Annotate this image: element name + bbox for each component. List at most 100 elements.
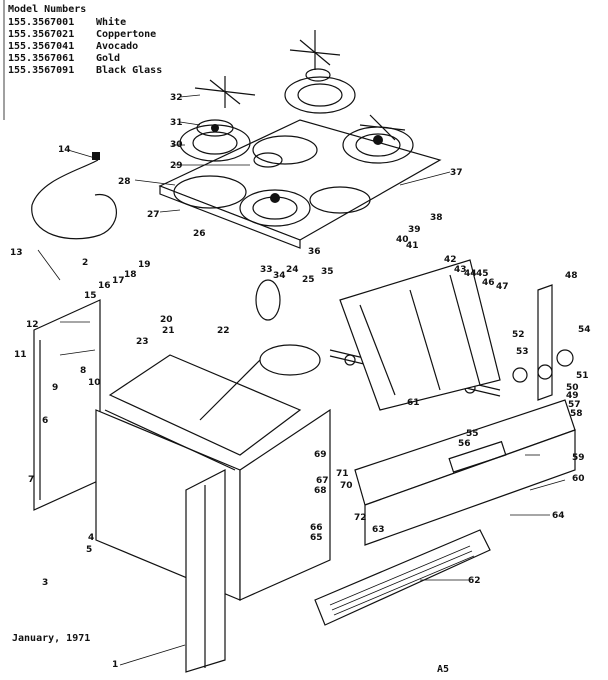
model-number-5: 155.3567091 [8, 65, 74, 76]
model-color-5: Black Glass [96, 65, 162, 76]
callout-17: 17 [112, 276, 125, 286]
callout-29: 29 [170, 161, 183, 171]
callout-42: 42 [444, 255, 457, 265]
page-code: A5 [437, 664, 449, 675]
callout-52: 52 [512, 330, 525, 340]
burner-left-front [239, 152, 311, 227]
callout-49: 49 [566, 391, 579, 401]
callout-10: 10 [88, 378, 101, 388]
callout-69: 69 [314, 450, 327, 460]
power-cord [31, 152, 117, 240]
callout-59: 59 [572, 453, 585, 463]
callout-56: 56 [458, 439, 471, 449]
model-color-2: Coppertone [96, 29, 156, 40]
model-color-3: Avocado [96, 41, 138, 52]
oven-burner [199, 279, 321, 421]
callout-60: 60 [572, 474, 585, 484]
callout-72: 72 [354, 513, 367, 523]
callout-50: 50 [566, 383, 579, 393]
leader-lines [37, 94, 566, 666]
rear-frame [339, 259, 501, 411]
callout-37: 37 [450, 168, 463, 178]
model-number-1: 155.3567001 [8, 17, 74, 28]
cabinet-body [95, 354, 331, 601]
callout-1: 1 [112, 660, 118, 670]
callout-7: 7 [28, 475, 34, 485]
callout-62: 62 [468, 576, 481, 586]
model-list-title: Model Numbers [8, 4, 86, 15]
callout-26: 26 [193, 229, 206, 239]
model-number-4: 155.3567061 [8, 53, 74, 64]
callout-24: 24 [286, 265, 299, 275]
callout-40: 40 [396, 235, 409, 245]
control-panel [354, 399, 576, 546]
callout-54: 54 [578, 325, 591, 335]
callout-53: 53 [516, 347, 529, 357]
callout-61: 61 [407, 398, 420, 408]
callout-65: 65 [310, 533, 323, 543]
model-number-3: 155.3567041 [8, 41, 74, 52]
callout-51: 51 [576, 371, 589, 381]
callout-15: 15 [84, 291, 97, 301]
model-color-4: Gold [96, 53, 120, 64]
callout-25: 25 [302, 275, 315, 285]
burner-grate-left [194, 76, 256, 108]
callout-3: 3 [42, 578, 48, 588]
burner-right-rear [284, 68, 356, 114]
callout-18: 18 [124, 270, 137, 280]
diagram-date: January, 1971 [12, 633, 90, 644]
callout-20: 20 [160, 315, 173, 325]
callout-13: 13 [10, 248, 23, 258]
callout-34: 34 [273, 271, 286, 281]
callout-22: 22 [217, 326, 230, 336]
callout-30: 30 [170, 140, 183, 150]
callout-44: 44 [464, 269, 477, 279]
front-frame [185, 469, 226, 673]
callout-47: 47 [496, 282, 509, 292]
callout-11: 11 [14, 350, 27, 360]
callout-68: 68 [314, 486, 327, 496]
burner-left-rear [179, 119, 251, 162]
callout-55: 55 [466, 429, 479, 439]
callout-45: 45 [476, 269, 489, 279]
callout-58: 58 [570, 409, 583, 419]
callout-21: 21 [162, 326, 175, 336]
callout-28: 28 [118, 177, 131, 187]
callout-63: 63 [372, 525, 385, 535]
callout-48: 48 [565, 271, 578, 281]
callout-66: 66 [310, 523, 323, 533]
callout-57: 57 [568, 400, 581, 410]
left-side-panel [33, 299, 101, 511]
callout-31: 31 [170, 118, 183, 128]
callout-35: 35 [321, 267, 334, 277]
callout-70: 70 [340, 481, 353, 491]
callout-5: 5 [86, 545, 92, 555]
callout-27: 27 [147, 210, 160, 220]
callout-8: 8 [80, 366, 86, 376]
model-list: Model Numbers 155.3567001 White 155.3567… [3, 0, 162, 120]
control-knobs [512, 349, 574, 383]
right-side-bracket [537, 284, 553, 401]
callout-32: 32 [170, 93, 183, 103]
callout-36: 36 [308, 247, 321, 257]
callout-41: 41 [406, 241, 419, 251]
callout-43: 43 [454, 265, 467, 275]
cooktop-panel [158, 119, 442, 249]
callout-4: 4 [88, 533, 94, 543]
callout-71: 71 [336, 469, 349, 479]
callout-64: 64 [552, 511, 565, 521]
kick-plate [314, 529, 491, 626]
callout-16: 16 [98, 281, 111, 291]
callout-9: 9 [52, 383, 58, 393]
callout-14: 14 [58, 145, 71, 155]
model-color-1: White [96, 16, 126, 28]
callout-2: 2 [82, 258, 88, 268]
callout-67: 67 [316, 476, 329, 486]
callout-39: 39 [408, 225, 421, 235]
callout-6: 6 [42, 416, 48, 426]
callout-23: 23 [136, 337, 149, 347]
callout-numbers: 1 2 3 4 5 6 7 8 9 10 11 12 13 14 15 16 1… [10, 93, 591, 670]
callout-19: 19 [138, 260, 151, 270]
burner-grate-right [359, 114, 406, 141]
